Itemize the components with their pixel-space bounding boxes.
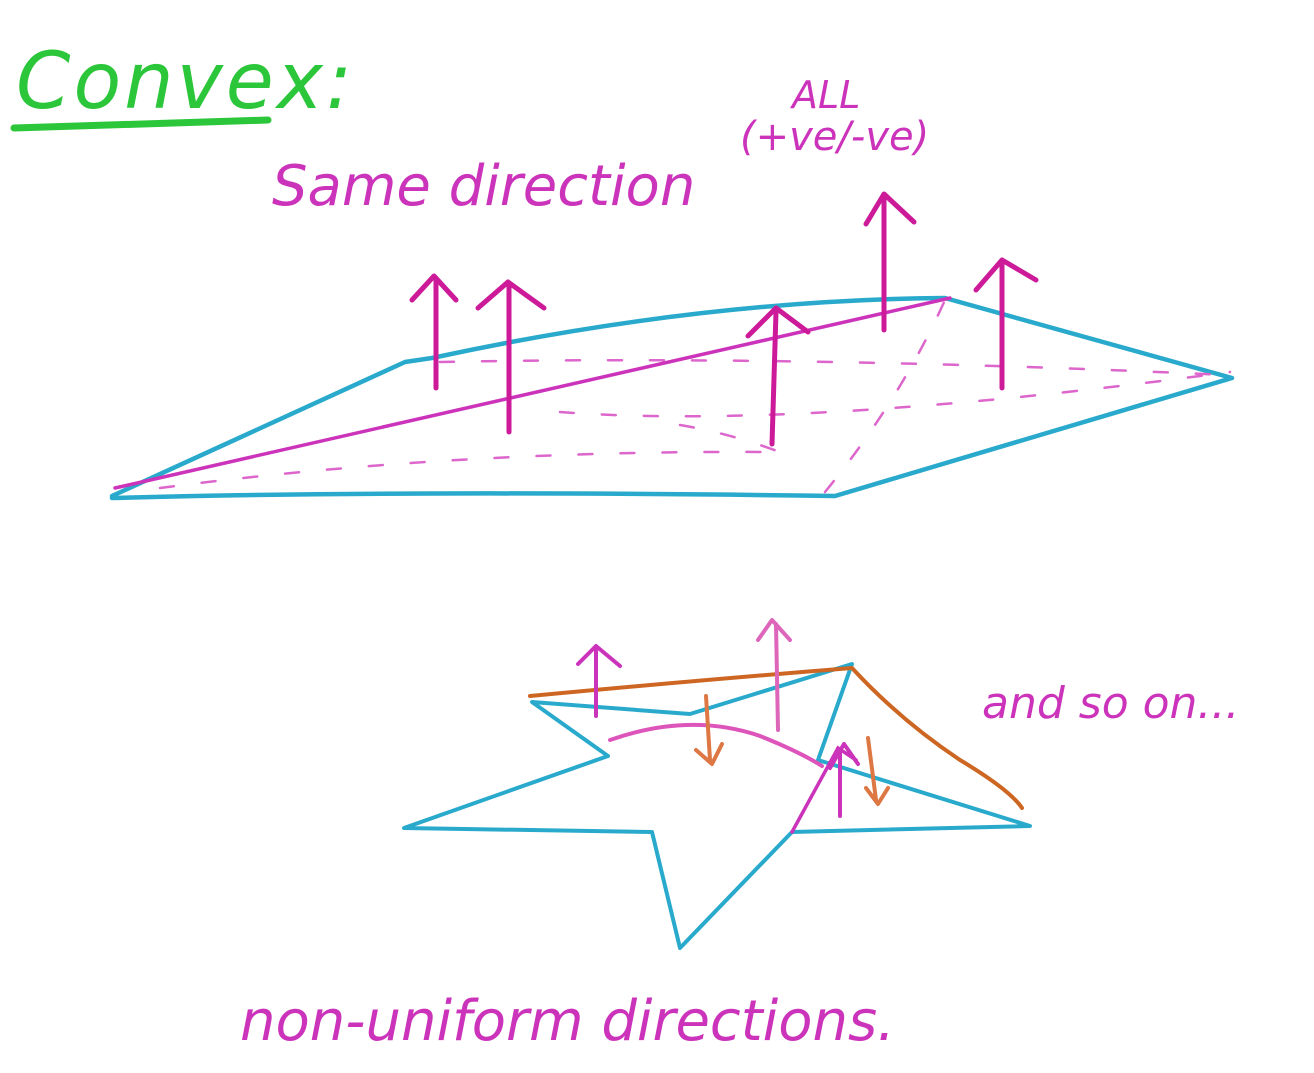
convex-surface-edge [109, 295, 1235, 501]
non-convex-surface [402, 618, 1032, 950]
convex-surface-ridge [113, 296, 952, 490]
non-convex-edge [402, 662, 1032, 950]
convex-normal-arrows [409, 191, 1039, 447]
label-same-direction: Same direction [272, 154, 695, 219]
non-convex-arrow-down-2 [864, 736, 890, 806]
label-sign: (+ve/-ve) [740, 114, 929, 160]
non-convex-arrow-up-1 [576, 644, 622, 718]
convex-surface [109, 191, 1235, 501]
non-convex-arrow-down-1 [694, 694, 724, 766]
non-convex-fold-pink [608, 722, 824, 768]
label-all: ALL [789, 73, 860, 117]
label-and-so-on: and so on... [982, 678, 1239, 729]
non-convex-arrow-up-3 [828, 742, 860, 818]
non-convex-ridge-orange [528, 665, 1024, 810]
non-convex-arrow-up-2 [756, 618, 792, 732]
normal-arrow-5 [973, 257, 1039, 391]
convex-surface-dashes [158, 298, 1232, 494]
normal-arrow-4 [863, 191, 917, 333]
normal-arrow-1 [409, 273, 459, 391]
title-text: Convex: [16, 37, 355, 127]
normal-arrow-3 [745, 305, 811, 447]
title-underline [10, 116, 272, 132]
label-non-uniform: non-uniform directions. [240, 989, 895, 1054]
normal-arrow-2 [475, 279, 547, 435]
title-group: Convex: [10, 37, 355, 132]
